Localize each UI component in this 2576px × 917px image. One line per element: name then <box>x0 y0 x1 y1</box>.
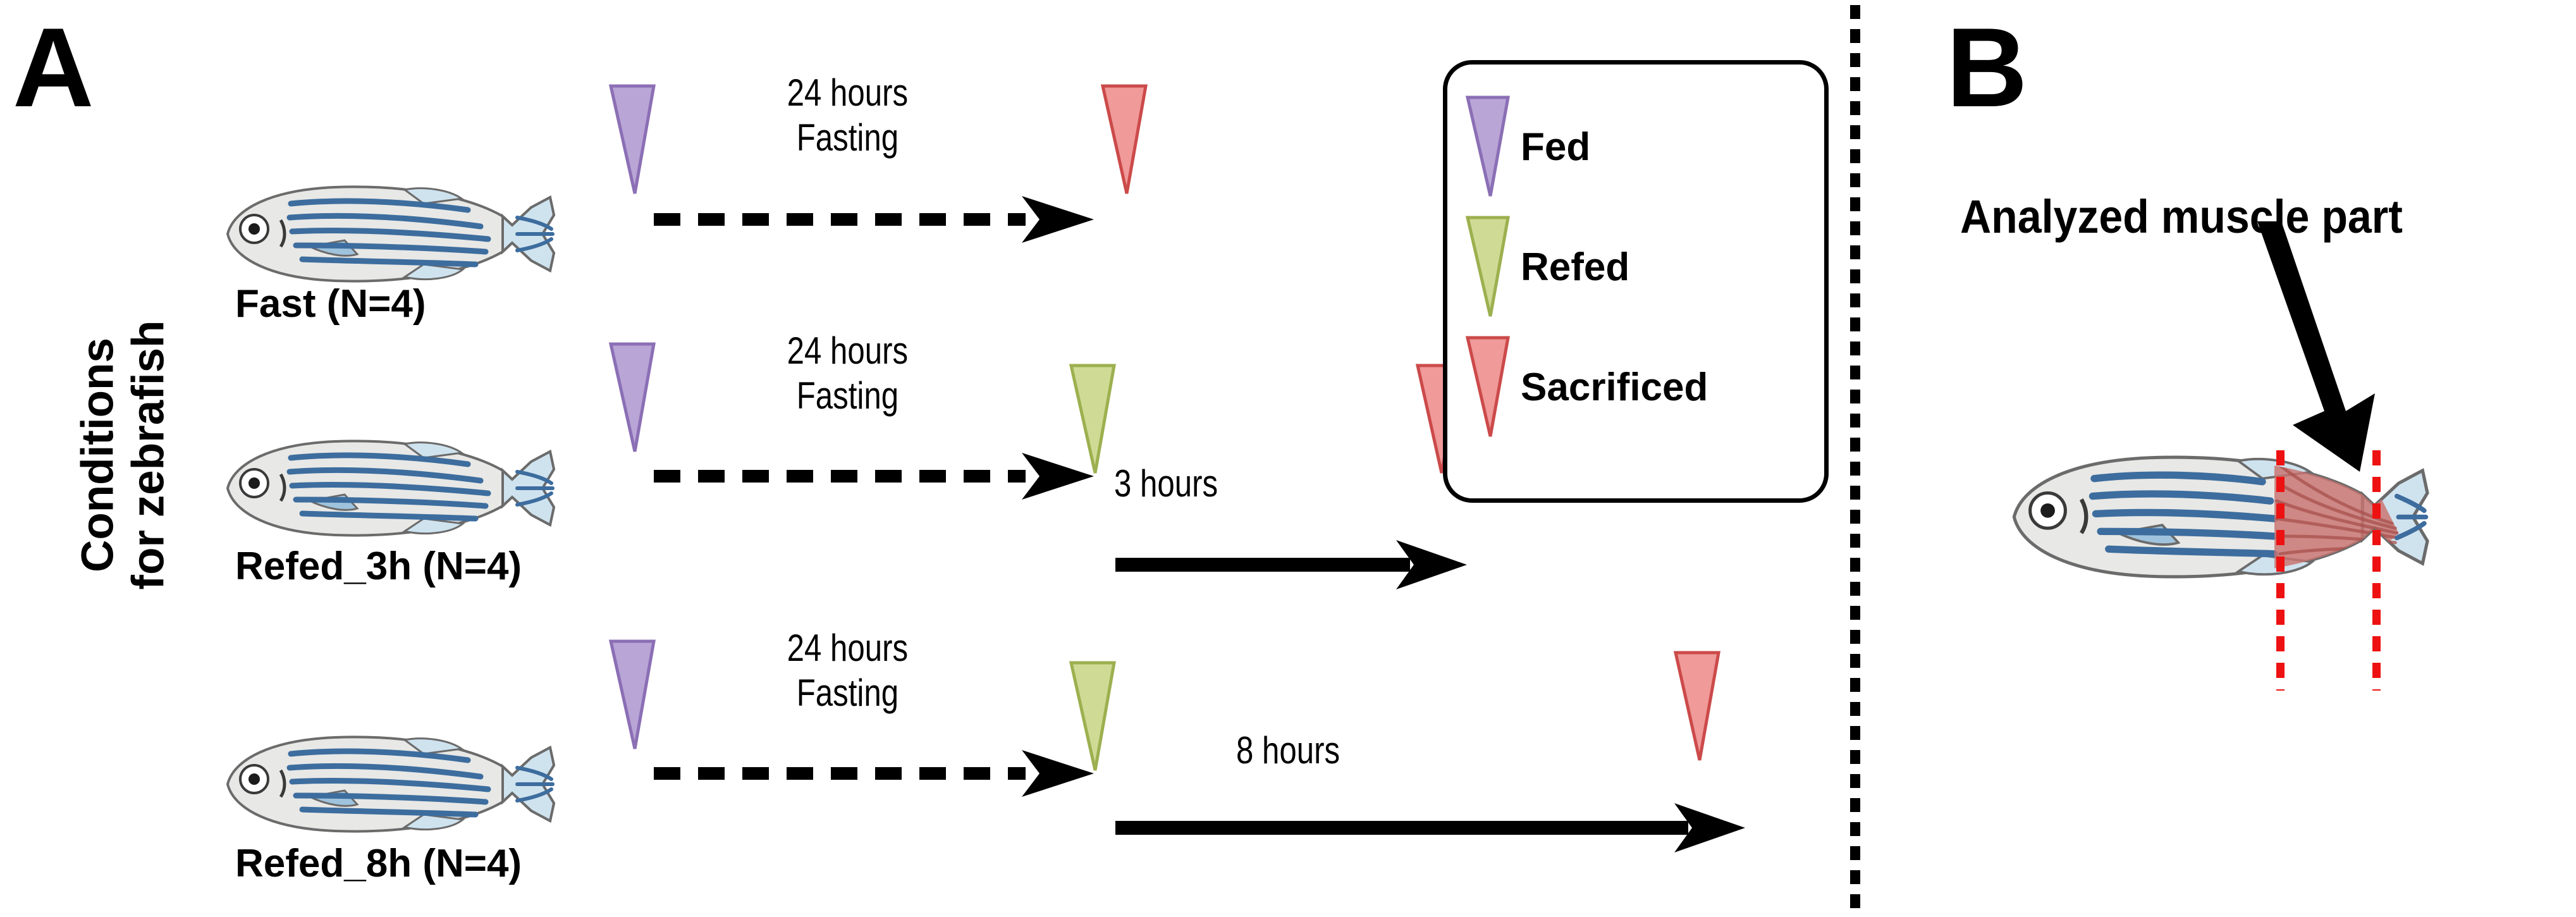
axis-caption: Conditions for zebrafish <box>73 158 173 753</box>
sacrificed-triangle <box>1673 650 1721 763</box>
panel-a-letter: A <box>13 4 94 130</box>
row-label-refed-8h: Refed_8h (N=4) <box>235 842 522 885</box>
duration-caption-3-hours: 3 hours <box>1114 462 1270 507</box>
duration-caption-refed8h-fasting: 24 hours Fasting <box>733 626 962 716</box>
fed-triangle <box>1465 95 1511 199</box>
solid-arrow-3-hours <box>1113 535 1467 589</box>
row-label-fast: Fast (N=4) <box>235 282 426 326</box>
zebrafish-muscle-illustration <box>1998 436 2479 598</box>
duration-line-1: 8 hours <box>1236 729 1340 772</box>
panel-b-letter: B <box>1946 4 2028 130</box>
legend-box: Fed Refed Sacrificed <box>1443 60 1829 503</box>
zebrafish-illustration <box>215 425 594 551</box>
solid-arrow-8-hours <box>1113 798 1745 852</box>
zebrafish-illustration <box>215 721 594 847</box>
refed-triangle <box>1069 660 1117 773</box>
refed-triangle <box>1465 215 1511 319</box>
duration-caption-8-hours: 8 hours <box>1236 729 1413 773</box>
panel-b-caption: Analyzed muscle part <box>1960 190 2403 243</box>
dashed-arrow-fasting <box>651 744 1094 798</box>
duration-line-1: 24 hours <box>787 627 909 669</box>
refed-triangle <box>1069 363 1117 476</box>
cut-line-anterior <box>2276 450 2285 691</box>
fed-triangle <box>608 83 656 196</box>
sacrificed-triangle <box>1100 83 1148 196</box>
duration-line-1: 24 hours <box>787 329 909 372</box>
sacrificed-triangle <box>1465 335 1511 439</box>
row-label-refed-3h: Refed_3h (N=4) <box>235 545 522 588</box>
dashed-arrow-fasting <box>651 190 1094 244</box>
legend-item-fed: Fed <box>1465 95 1590 199</box>
axis-caption-line-2: for zebrafish <box>123 320 173 590</box>
axis-caption-line-1: Conditions <box>73 338 123 572</box>
legend-item-refed: Refed <box>1465 215 1629 319</box>
duration-line-1: 24 hours <box>787 71 909 114</box>
panel-divider <box>1850 5 1860 912</box>
duration-line-2: Fasting <box>796 116 899 159</box>
zebrafish-illustration <box>215 171 594 297</box>
duration-line-1: 3 hours <box>1114 462 1218 505</box>
duration-line-2: Fasting <box>796 671 899 714</box>
fed-triangle <box>608 342 656 454</box>
legend-label-refed: Refed <box>1521 245 1630 289</box>
duration-line-2: Fasting <box>796 374 899 417</box>
legend-label-fed: Fed <box>1521 125 1591 169</box>
fed-triangle <box>608 639 656 751</box>
duration-caption-refed3h-fasting: 24 hours Fasting <box>733 329 962 419</box>
legend-label-sacrificed: Sacrificed <box>1521 365 1708 409</box>
cut-line-posterior <box>2372 450 2381 691</box>
legend-item-sacrificed: Sacrificed <box>1465 335 1708 439</box>
muscle-pointer-arrow <box>2251 221 2396 474</box>
dashed-arrow-fasting <box>651 446 1094 501</box>
duration-caption-fast: 24 hours Fasting <box>733 71 962 161</box>
